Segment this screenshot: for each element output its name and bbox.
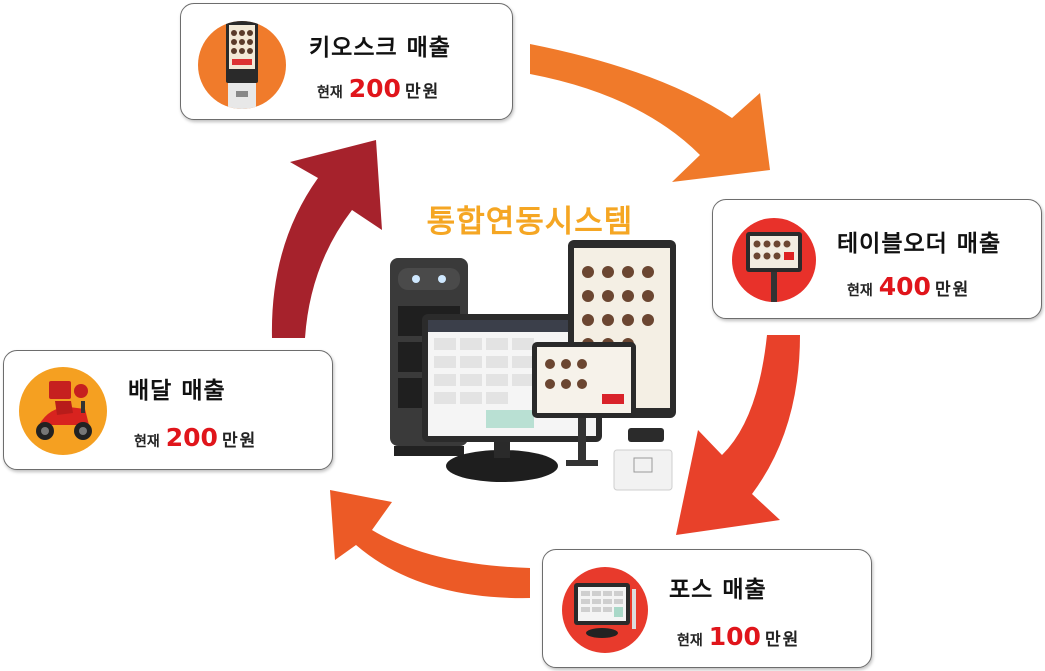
- arrow-pos-to-delivery: [330, 490, 530, 599]
- amount-unit: 만원: [934, 280, 971, 300]
- delivery-sales-amount: 200: [165, 423, 218, 452]
- amount-unit: 만원: [404, 82, 441, 102]
- amount-unit: 만원: [221, 431, 258, 451]
- table-order-sales-amount: 400: [878, 272, 931, 301]
- pos-sales-title: 포스 매출: [669, 577, 767, 603]
- arrow-table-order-to-pos: [676, 335, 800, 535]
- current-label: 현재: [317, 85, 343, 101]
- pos-terminal-icon: [562, 567, 648, 653]
- small-order-tablet-icon: [532, 342, 636, 466]
- arrow-kiosk-to-table-order: [530, 44, 770, 182]
- delivery-sales-title: 배달 매출: [128, 378, 226, 404]
- kiosk-icon: [198, 21, 286, 109]
- amount-unit: 만원: [764, 630, 801, 650]
- integrated-devices-illustration: [390, 240, 676, 491]
- card-reader-icon: [613, 428, 673, 491]
- current-label: 현재: [677, 633, 703, 649]
- table-order-tablet-icon: [732, 218, 816, 302]
- kiosk-sales-amount: 200: [348, 74, 401, 103]
- delivery-scooter-icon: [19, 367, 107, 455]
- current-label: 현재: [847, 283, 873, 299]
- arrow-delivery-to-kiosk: [271, 140, 382, 338]
- integrated-system-title: 통합연동시스템: [426, 204, 634, 240]
- table-order-sales-title: 테이블오더 매출: [837, 231, 1002, 257]
- current-label: 현재: [134, 434, 160, 450]
- kiosk-sales-title: 키오스크 매출: [309, 35, 451, 61]
- pos-sales-amount: 100: [708, 622, 761, 651]
